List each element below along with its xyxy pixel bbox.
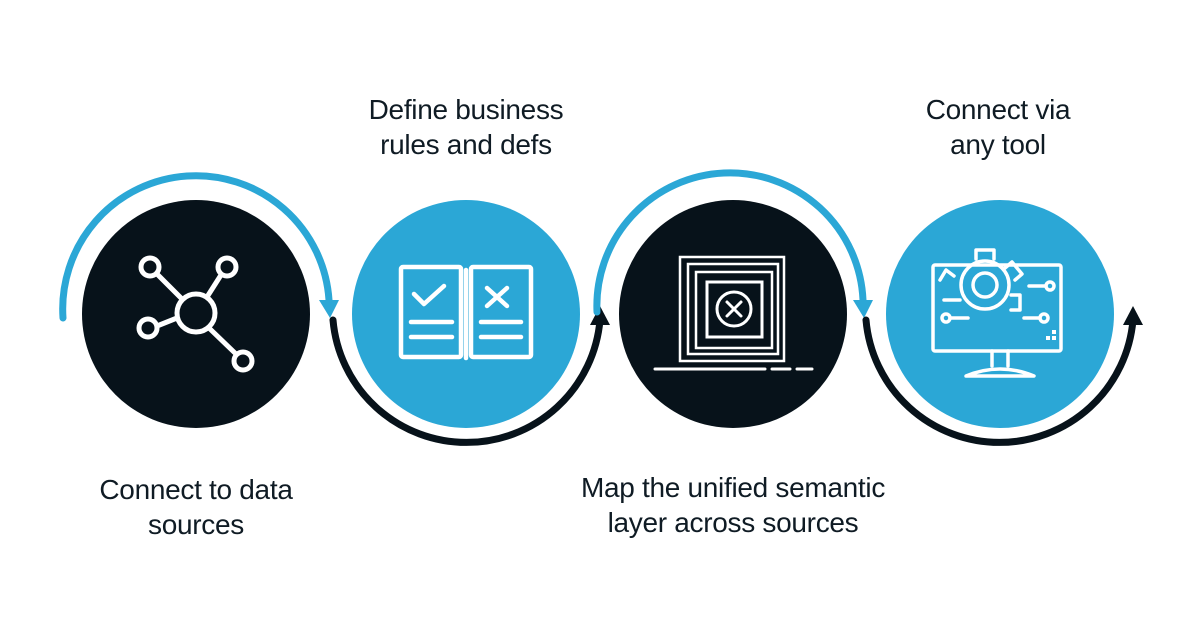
arc-step-3-top: [593, 169, 867, 316]
arrowhead-down-1: [319, 300, 339, 318]
arrowhead-down-3: [853, 300, 873, 318]
network-nodes-icon: [136, 255, 255, 373]
flow-arcs: [59, 169, 1143, 446]
step-1-label-line-2: sources: [148, 509, 244, 540]
step-2-label: Define business rules and defs: [336, 92, 596, 162]
step-2-label-line-1: Define business: [368, 94, 564, 125]
step-1-circle: [82, 200, 310, 428]
monitor-gear-circuit-icon: [931, 248, 1063, 378]
step-1-label-line-1: Connect to data: [99, 474, 293, 505]
layered-frames-x-icon: [653, 255, 814, 371]
arc-step-2-bottom: [329, 316, 604, 446]
arrowhead-up-2: [590, 306, 610, 325]
step-4-label-line-1: Connect via: [925, 94, 1071, 125]
step-4-circle: [886, 200, 1114, 428]
step-3-label-line-1: Map the unified semantic: [580, 472, 886, 503]
step-3-label-line-2: layer across sources: [607, 507, 859, 538]
arc-step-1-top: [59, 172, 333, 322]
step-3-circle: [619, 200, 847, 428]
arc-step-4-bottom: [862, 316, 1137, 446]
step-4-label: Connect via any tool: [868, 92, 1128, 162]
step-4-label-line-2: any tool: [950, 129, 1046, 160]
step-1-label: Connect to data sources: [66, 472, 326, 542]
step-2-label-line-2: rules and defs: [380, 129, 552, 160]
arrowhead-up-4: [1123, 306, 1143, 325]
step-3-label: Map the unified semantic layer across so…: [553, 470, 913, 540]
open-book-check-cross-icon: [398, 264, 534, 361]
